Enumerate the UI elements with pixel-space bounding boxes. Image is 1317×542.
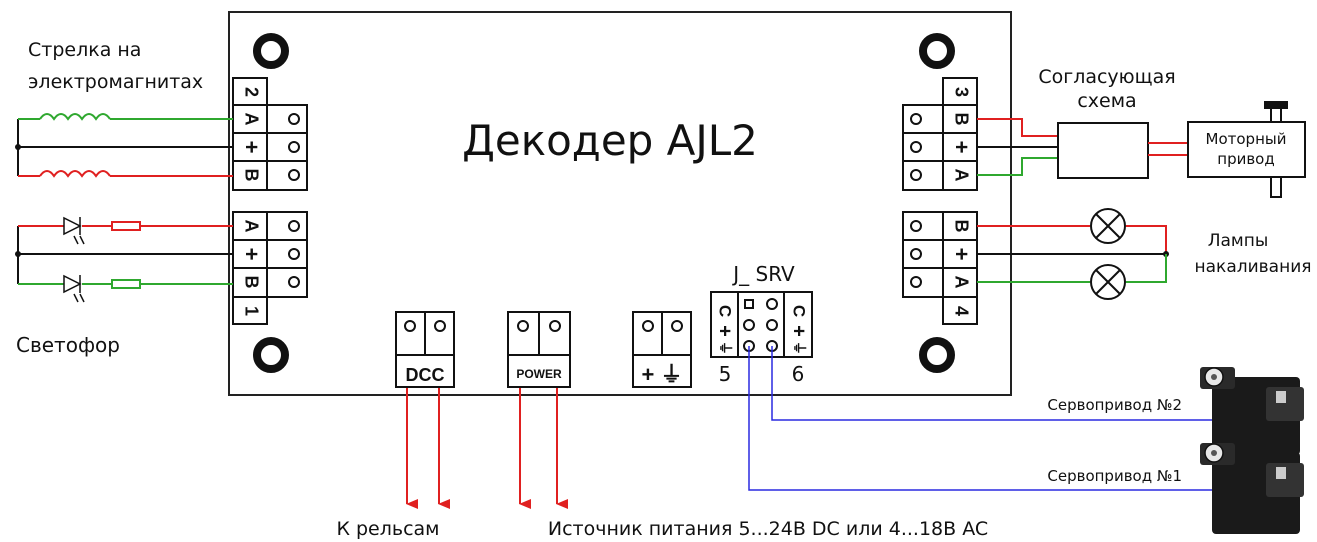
to-rails-label: К рельсам (336, 518, 439, 540)
dcc-connector (395, 311, 455, 388)
jsrv-num-5: 5 (719, 362, 732, 386)
jsrv-connector (710, 291, 813, 358)
svg-text:B: B (951, 220, 971, 233)
board-title: Декодер AJL2 (462, 116, 758, 165)
lamp-icons (1090, 208, 1126, 300)
lamps-label: Лампы (1208, 231, 1269, 251)
point-magnet-wiring (15, 113, 233, 178)
svg-text:3: 3 (951, 87, 971, 97)
servo1-icon (1200, 443, 1304, 534)
terminal-left-lower (232, 211, 308, 325)
svg-text:C: C (790, 305, 809, 317)
point-magnet-label-2: электромагнитах (28, 71, 203, 93)
power-label: POWER (516, 367, 562, 381)
matching-circuit-label-2: схема (1077, 90, 1136, 112)
terminal-right-upper (902, 77, 978, 191)
power-connector (507, 311, 571, 388)
svg-text:+: + (239, 141, 264, 154)
power-arrows (519, 388, 568, 509)
jsrv-num-6: 6 (792, 362, 805, 386)
terminal-right-lower (902, 211, 978, 325)
terminal-left-lower-labels: A + B 1 (239, 220, 264, 317)
traffic-light-label: Светофор (16, 333, 120, 357)
svg-text:A: A (951, 169, 971, 182)
lamps-label-2: накаливания (1195, 257, 1312, 277)
terminal-right-lower-labels: B + A 4 (949, 220, 974, 317)
led-icons (63, 216, 85, 303)
terminal-left-upper (232, 77, 308, 191)
servo1-label: Сервопривод №1 (1047, 467, 1182, 485)
svg-text:⏚: ⏚ (717, 341, 733, 355)
motor-wiring (977, 101, 1306, 198)
power-source-label: Источник питания 5...24В DC или 4...18В … (548, 518, 988, 540)
rail-arrows (406, 388, 450, 509)
svg-text:4: 4 (951, 306, 971, 316)
svg-text:⏚: ⏚ (791, 341, 807, 355)
servo2-icon (1200, 367, 1304, 455)
svg-text:+: + (949, 141, 974, 154)
dcc-label: DCC (406, 365, 445, 385)
svg-text:2: 2 (241, 87, 261, 97)
svg-text:B: B (241, 276, 261, 289)
ground-label: + ⏚ (642, 362, 683, 387)
svg-text:A: A (951, 276, 971, 289)
svg-text:B: B (951, 113, 971, 126)
svg-text:+: + (788, 325, 810, 337)
jsrv-title: J_ SRV (731, 262, 795, 286)
terminal-right-upper-labels: 3 B + A (949, 87, 974, 182)
matching-circuit-label: Согласующая (1038, 66, 1175, 88)
jsrv-side-labels: C + ⏚ C + ⏚ (714, 305, 810, 355)
mounting-holes (253, 33, 955, 373)
svg-text:+: + (949, 248, 974, 261)
svg-text:A: A (241, 220, 261, 233)
point-magnet-label: Стрелка на (28, 39, 141, 61)
svg-text:A: A (241, 113, 261, 126)
svg-text:+: + (239, 248, 264, 261)
svg-text:C: C (716, 305, 735, 317)
svg-text:B: B (241, 169, 261, 182)
servo-wiring (748, 346, 1215, 491)
motor-drive-label-2: привод (1217, 150, 1274, 168)
servo2-label: Сервопривод №2 (1047, 396, 1182, 414)
svg-text:1: 1 (241, 306, 261, 316)
svg-text:+: + (714, 325, 736, 337)
decoder-board (228, 11, 1012, 396)
motor-drive-label: Моторный (1206, 130, 1287, 148)
ground-connector (632, 311, 692, 388)
lamps-wiring (977, 225, 1169, 283)
terminal-left-upper-labels: 2 A + B (239, 87, 264, 182)
traffic-light-wiring (15, 221, 233, 289)
